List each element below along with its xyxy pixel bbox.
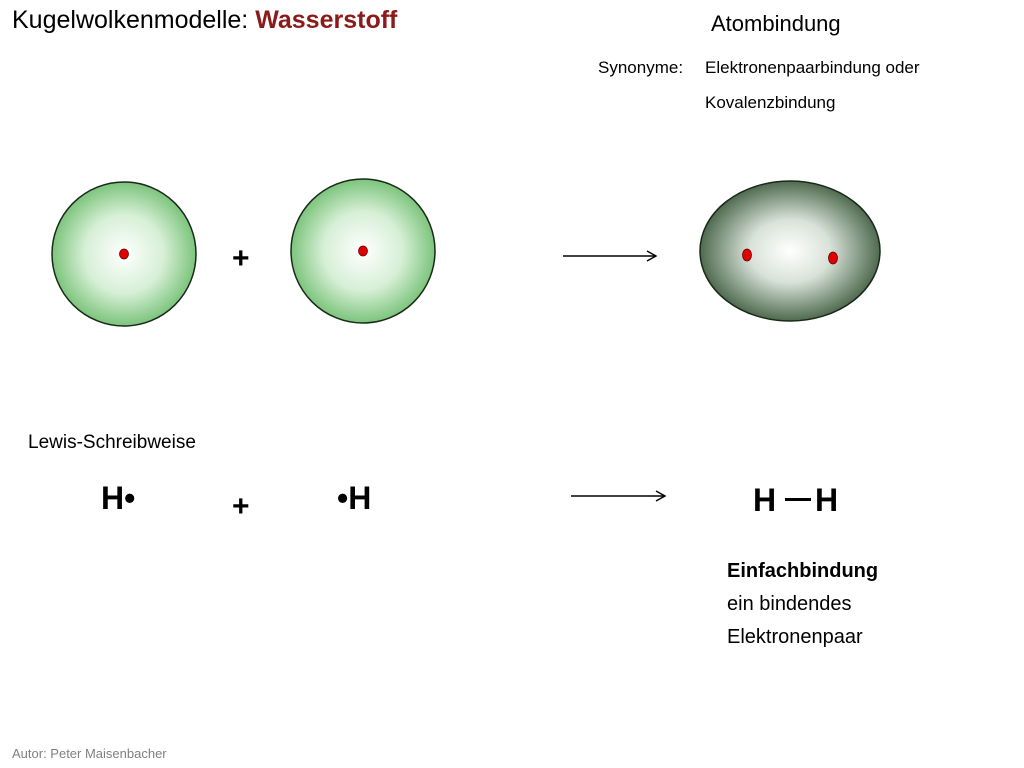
hydrogen-atom-right <box>290 178 436 324</box>
nucleus <box>828 251 838 265</box>
hydrogen-molecule <box>699 180 881 322</box>
hydrogen-atom-left <box>51 181 197 327</box>
bond-description-line-2: Elektronenpaar <box>727 626 863 648</box>
author-credit: Autor: Peter Maisenbacher <box>12 746 167 761</box>
product-atom-right: H <box>815 482 839 518</box>
lewis-atom-left: H• <box>101 480 136 516</box>
lewis-label: Lewis-Schreibweise <box>28 432 196 453</box>
bond-heading: Atombindung <box>711 11 841 36</box>
nucleus <box>119 248 129 260</box>
bond-description-line-1: ein bindendes <box>727 593 852 615</box>
molecular-cloud <box>699 180 881 322</box>
page-title: Kugelwolkenmodelle: Wasserstoff <box>12 6 397 35</box>
single-bond-line <box>785 498 811 501</box>
synonyms-label: Synonyme: <box>598 58 684 77</box>
synonyms-line-2: Kovalenzbindung <box>705 93 836 112</box>
product-atom-left: H <box>753 482 777 518</box>
plus-sign-orbitals: + <box>232 242 250 275</box>
lewis-atom-right: •H <box>337 480 372 516</box>
title-element: Wasserstoff <box>255 6 398 34</box>
nucleus <box>742 248 752 262</box>
single-bond-heading: Einfachbindung <box>727 560 879 582</box>
synonyms-line-1: Elektronenpaarbindung oder <box>705 58 920 77</box>
plus-sign-lewis: + <box>232 490 250 523</box>
nucleus <box>358 245 368 257</box>
title-prefix: Kugelwolkenmodelle: <box>12 6 256 34</box>
